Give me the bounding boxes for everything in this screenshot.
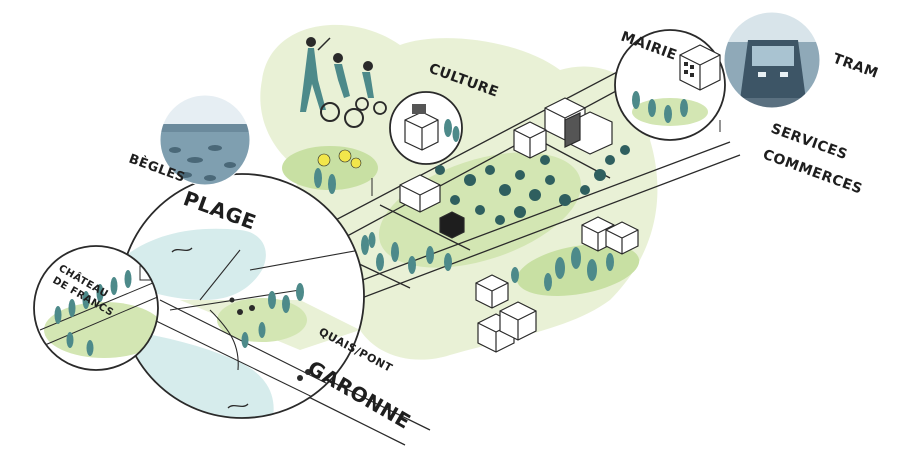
label-commerces: COMMERCES <box>761 147 865 198</box>
culture-detail-circle <box>389 91 463 165</box>
dark-building <box>439 211 465 239</box>
cyclist-figure-2 <box>362 72 374 98</box>
mairie-detail-circle <box>614 29 726 141</box>
building-cluster-east <box>581 216 639 255</box>
cyclist-figure <box>334 64 350 98</box>
building-cluster-north <box>399 97 613 213</box>
walker-figure <box>300 48 326 112</box>
building-cluster-south <box>475 274 537 353</box>
tree-group-west-park <box>314 149 373 196</box>
trees <box>314 145 630 291</box>
people-figures <box>300 37 387 128</box>
dark-structure <box>564 112 581 148</box>
buildings <box>399 97 639 353</box>
chateau-detail-circle <box>33 245 159 371</box>
tram-photo <box>723 11 821 109</box>
label-tram: TRAM <box>831 51 881 82</box>
park-patch-left <box>282 146 378 190</box>
begles-photo <box>159 94 251 186</box>
tree-group-east <box>511 247 614 291</box>
tree-group-park <box>421 145 630 225</box>
